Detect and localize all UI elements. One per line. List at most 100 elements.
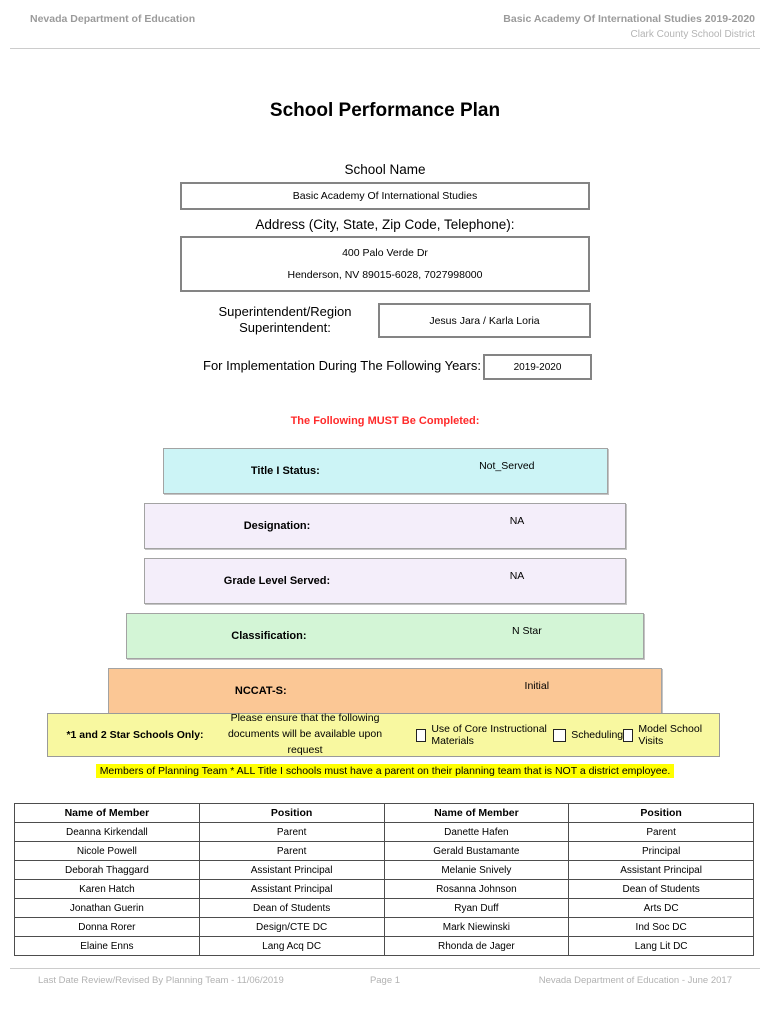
footer-page-number: Page 1 — [369, 975, 401, 986]
header-department: Nevada Department of Education — [30, 13, 196, 25]
status-value[interactable]: Initial — [524, 680, 550, 692]
status-row: Classification: N Star — [126, 613, 644, 659]
star-schools-note-line2: documents will be available upon request — [227, 728, 383, 756]
school-name-field[interactable]: Basic Academy Of International Studies — [180, 182, 590, 210]
status-value[interactable]: N Star — [512, 625, 542, 637]
superintendent-value: Jesus Jara / Karla Loria — [429, 314, 540, 327]
implementation-years-label: For Implementation During The Following … — [203, 358, 481, 373]
footer-last-review: Last Date Review/Revised By Planning Tea… — [38, 975, 284, 986]
star-checkbox-group: Use of Core Instructional Materials Sched… — [400, 723, 719, 747]
checkbox-option: Use of Core Instructional Materials — [416, 723, 553, 747]
table-cell: Ryan Duff — [383, 898, 570, 918]
table-cell: Donna Rorer — [14, 917, 200, 937]
school-name-value: Basic Academy Of International Studies — [292, 190, 478, 202]
status-value[interactable]: NA — [509, 570, 525, 582]
superintendent-field[interactable]: Jesus Jara / Karla Loria — [378, 303, 591, 338]
header-right: Basic Academy Of International Studies 2… — [503, 13, 755, 40]
table-cell: Jonathan Guerin — [14, 898, 200, 918]
status-row: Designation: NA — [144, 503, 626, 549]
planning-team-notice-text: Members of Planning Team * ALL Title I s… — [95, 764, 675, 778]
status-row: Grade Level Served: NA — [144, 558, 626, 604]
table-cell: Dean of Students — [198, 898, 385, 918]
checkbox-option: Model School Visits — [623, 723, 707, 747]
table-header-cell: Position — [568, 803, 754, 823]
checkbox-label: Use of Core Instructional Materials — [431, 723, 547, 747]
table-cell: Elaine Enns — [14, 936, 200, 956]
address-line1: 400 Palo Verde Dr — [342, 247, 428, 260]
school-name-label: School Name — [344, 162, 426, 177]
table-cell: Parent — [198, 822, 385, 842]
table-cell: Parent — [568, 822, 754, 842]
header-divider — [10, 48, 760, 49]
footer: Last Date Review/Revised By Planning Tea… — [38, 975, 732, 986]
table-header-cell: Name of Member — [383, 803, 570, 823]
table-cell: Assistant Principal — [198, 860, 385, 880]
table-cell: Nicole Powell — [14, 841, 200, 861]
header-school-year: Basic Academy Of International Studies 2… — [503, 13, 755, 25]
superintendent-label: Superintendent/Region Superintendent: — [190, 304, 380, 337]
star-schools-note-line1: Please ensure that the following — [230, 712, 380, 725]
footer-divider — [10, 968, 760, 969]
implementation-years-value: 2019-2020 — [513, 361, 562, 373]
table-cell: Lang Acq DC — [198, 936, 385, 956]
address-label: Address (City, State, Zip Code, Telephon… — [255, 217, 515, 232]
table-cell: Karen Hatch — [14, 879, 200, 899]
table-cell: Danette Hafen — [383, 822, 570, 842]
address-line2: Henderson, NV 89015-6028, 7027998000 — [287, 268, 483, 281]
header-district: Clark County School District — [630, 29, 755, 40]
checkbox[interactable] — [553, 728, 567, 742]
table-cell: Deanna Kirkendall — [14, 822, 200, 842]
superintendent-label-line2: Superintendent: — [239, 320, 331, 336]
checkbox-label: Model School Visits — [638, 723, 703, 747]
checkbox-label: Scheduling — [571, 729, 624, 741]
checkbox-option: Scheduling — [553, 728, 624, 742]
table-cell: Design/CTE DC — [198, 917, 385, 937]
table-cell: Principal — [568, 841, 754, 861]
table-header-cell: Name of Member — [14, 803, 200, 823]
table-header-cell: Position — [198, 803, 385, 823]
status-label: Designation: — [243, 520, 311, 532]
address-field[interactable]: 400 Palo Verde Dr Henderson, NV 89015-60… — [180, 236, 590, 292]
table-cell: Lang Lit DC — [568, 936, 754, 956]
table-cell: Arts DC — [568, 898, 754, 918]
table-cell: Rhonda de Jager — [383, 936, 570, 956]
superintendent-label-line1: Superintendent/Region — [218, 304, 352, 319]
table-cell: Parent — [198, 841, 385, 861]
planning-team-notice: Members of Planning Team * ALL Title I s… — [0, 764, 770, 778]
table-cell: Melanie Snively — [383, 860, 570, 880]
status-row: Title I Status: Not_Served — [162, 448, 608, 494]
must-be-completed-notice: The Following MUST Be Completed: — [290, 415, 480, 427]
checkbox[interactable] — [623, 728, 634, 742]
table-cell: Assistant Principal — [568, 860, 754, 880]
star-schools-note: Please ensure that the following documen… — [210, 711, 400, 758]
status-label: Grade Level Served: — [223, 575, 331, 587]
footer-source: Nevada Department of Education - June 20… — [538, 975, 732, 986]
status-value[interactable]: Not_Served — [479, 460, 535, 472]
page-title: School Performance Plan — [269, 100, 501, 121]
table-cell: Rosanna Johnson — [383, 879, 570, 899]
table-cell: Dean of Students — [568, 879, 754, 899]
implementation-years-field[interactable]: 2019-2020 — [483, 354, 592, 380]
status-label: Title I Status: — [250, 465, 320, 477]
checkbox[interactable] — [416, 728, 427, 742]
status-label: Classification: — [231, 630, 307, 642]
status-value[interactable]: NA — [509, 515, 525, 527]
status-row: NCCAT-S:Initial — [108, 668, 662, 714]
table-cell: Mark Niewinski — [383, 917, 570, 937]
star-schools-label: *1 and 2 Star Schools Only: — [66, 729, 204, 741]
star-schools-panel: *1 and 2 Star Schools Only: Please ensur… — [47, 711, 720, 758]
table-cell: Gerald Bustamante — [383, 841, 570, 861]
table-cell: Deborah Thaggard — [14, 860, 200, 880]
